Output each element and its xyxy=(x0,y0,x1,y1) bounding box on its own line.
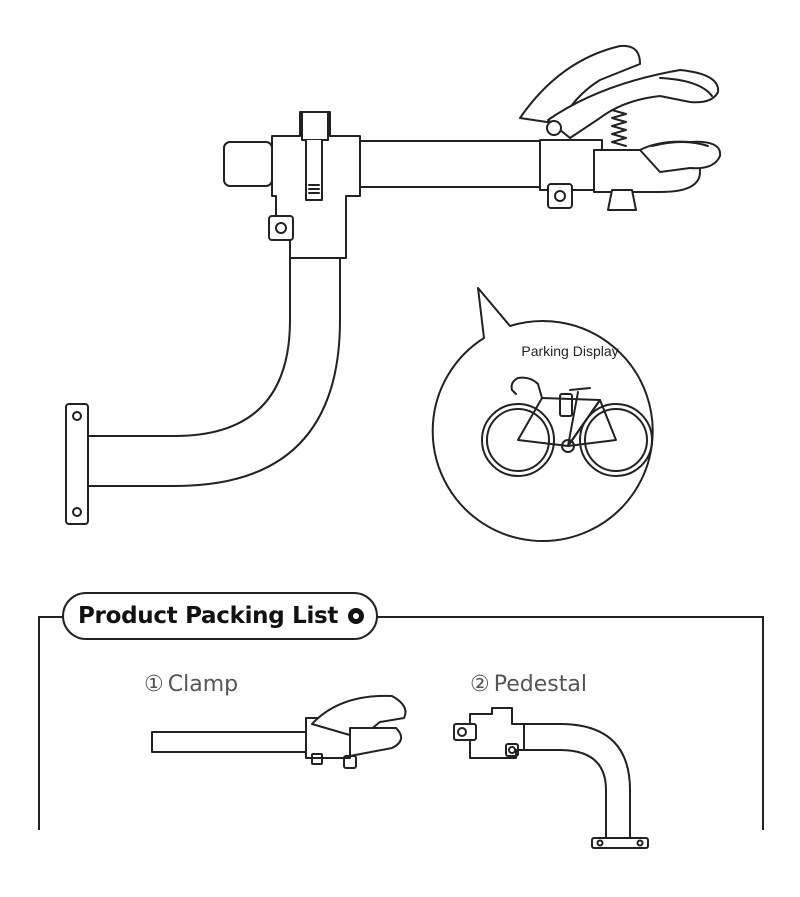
packing-list-frame xyxy=(38,616,764,830)
bicycle-icon xyxy=(481,376,653,477)
parking-display-label: Parking Display xyxy=(521,343,619,359)
item-label: Pedestal xyxy=(493,672,587,697)
wall-mount-plate xyxy=(65,403,89,525)
pedestal-item-drawing xyxy=(453,707,649,849)
pedestal-clamp-block xyxy=(268,111,361,259)
item-number: ② xyxy=(470,672,490,697)
target-dot-icon xyxy=(348,608,365,624)
clamp-item-drawing xyxy=(151,694,407,769)
packing-list-title: Product Packing List xyxy=(62,592,379,640)
item-number: ① xyxy=(144,672,164,697)
horizontal-tube xyxy=(223,140,543,188)
clamp-head xyxy=(519,44,722,211)
packing-list-title-text: Product Packing List xyxy=(78,603,339,629)
pedestal-arm xyxy=(87,254,341,487)
item-label: Clamp xyxy=(167,672,239,697)
